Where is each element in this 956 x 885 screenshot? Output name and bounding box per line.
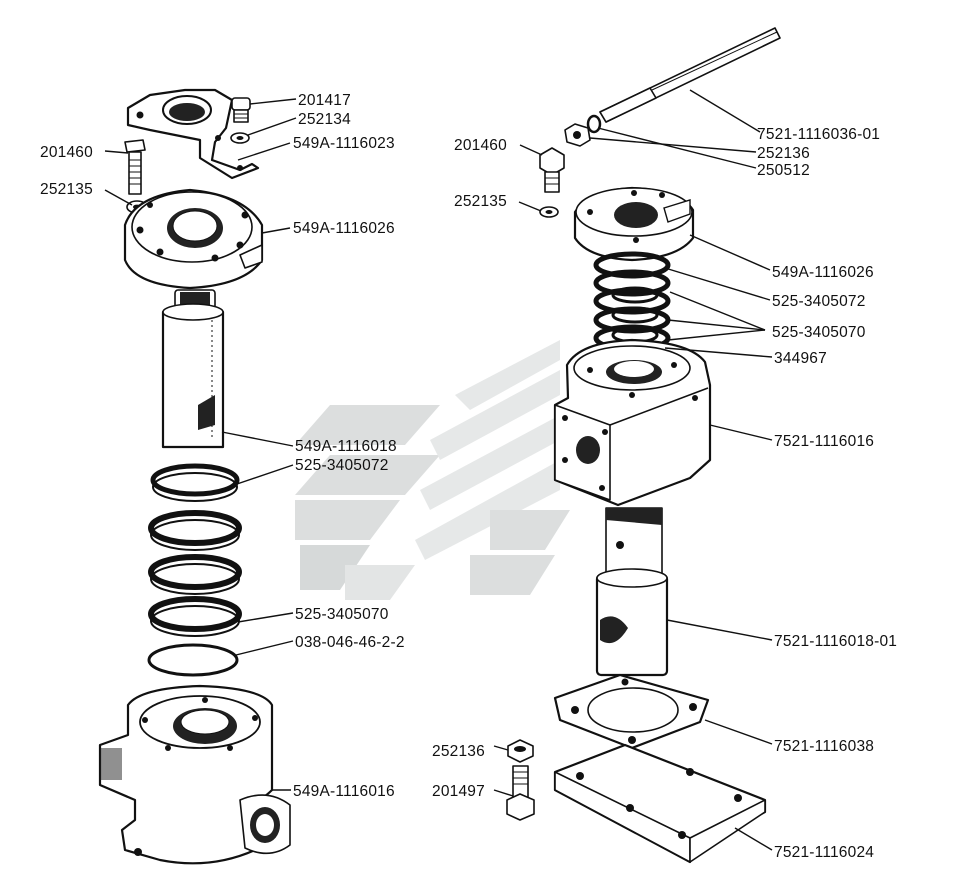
label-7521-1116024: 7521-1116024 [774, 844, 874, 861]
label-252136-bottom: 252136 [432, 743, 485, 760]
left-housing [98, 684, 291, 865]
left-oring [147, 643, 239, 677]
right-springs [593, 251, 671, 352]
left-bracket [126, 88, 260, 180]
right-labels: 7521-1116036-01 252136 250512 201460 252… [432, 126, 897, 861]
label-549A-1116016: 549A-1116016 [293, 783, 395, 800]
right-nut-252136-bottom [507, 739, 534, 763]
label-525-3405072-right: 525-3405072 [772, 293, 866, 310]
right-gasket [553, 673, 710, 750]
label-201497: 201497 [432, 783, 485, 800]
left-washer-252134 [230, 132, 250, 144]
label-7521-1116016: 7521-1116016 [774, 433, 874, 450]
left-spring-525-3405070 [148, 510, 242, 637]
label-201460-right: 201460 [454, 137, 507, 154]
left-spring-525-3405072 [150, 463, 240, 502]
right-bolt-201497 [506, 765, 535, 821]
label-525-3405070-right: 525-3405070 [772, 324, 866, 341]
label-549A-1116023: 549A-1116023 [293, 135, 395, 152]
right-bolt-201460 [539, 147, 565, 193]
label-549A-1116018: 549A-1116018 [295, 438, 397, 455]
left-bolt-201460 [124, 139, 146, 195]
label-7521-1116038: 7521-1116038 [774, 738, 874, 755]
label-038-046-46-2-2: 038-046-46-2-2 [295, 634, 405, 651]
leader-lines [104, 89, 773, 851]
right-washer-252135 [539, 206, 559, 218]
label-525-3405070-left: 525-3405070 [295, 606, 389, 623]
right-rod [599, 27, 781, 123]
left-labels: 201417 252134 549A-1116023 201460 252135… [40, 92, 405, 800]
left-cover [123, 188, 264, 290]
label-250512: 250512 [757, 162, 810, 179]
label-549A-1116026-left: 549A-1116026 [293, 220, 395, 237]
right-nut-252136-top [564, 123, 591, 147]
right-piston [595, 507, 669, 677]
watermark-logo [295, 340, 570, 600]
left-bolt-201417 [231, 97, 251, 123]
label-201417: 201417 [298, 92, 351, 109]
label-201460-left: 201460 [40, 144, 93, 161]
right-cover [573, 186, 695, 262]
label-344967: 344967 [774, 350, 827, 367]
label-7521-1116018-01: 7521-1116018-01 [774, 633, 897, 650]
right-plate [553, 743, 767, 864]
label-252136-top: 252136 [757, 145, 810, 162]
right-washer-250512 [586, 114, 602, 134]
label-525-3405072-left: 525-3405072 [295, 457, 389, 474]
label-7521-1116036-01: 7521-1116036-01 [757, 126, 880, 143]
label-252135-right: 252135 [454, 193, 507, 210]
label-252135-left: 252135 [40, 181, 93, 198]
right-housing [553, 338, 712, 507]
label-252134: 252134 [298, 111, 351, 128]
label-549A-1116026-right: 549A-1116026 [772, 264, 874, 281]
left-piston [161, 289, 225, 449]
